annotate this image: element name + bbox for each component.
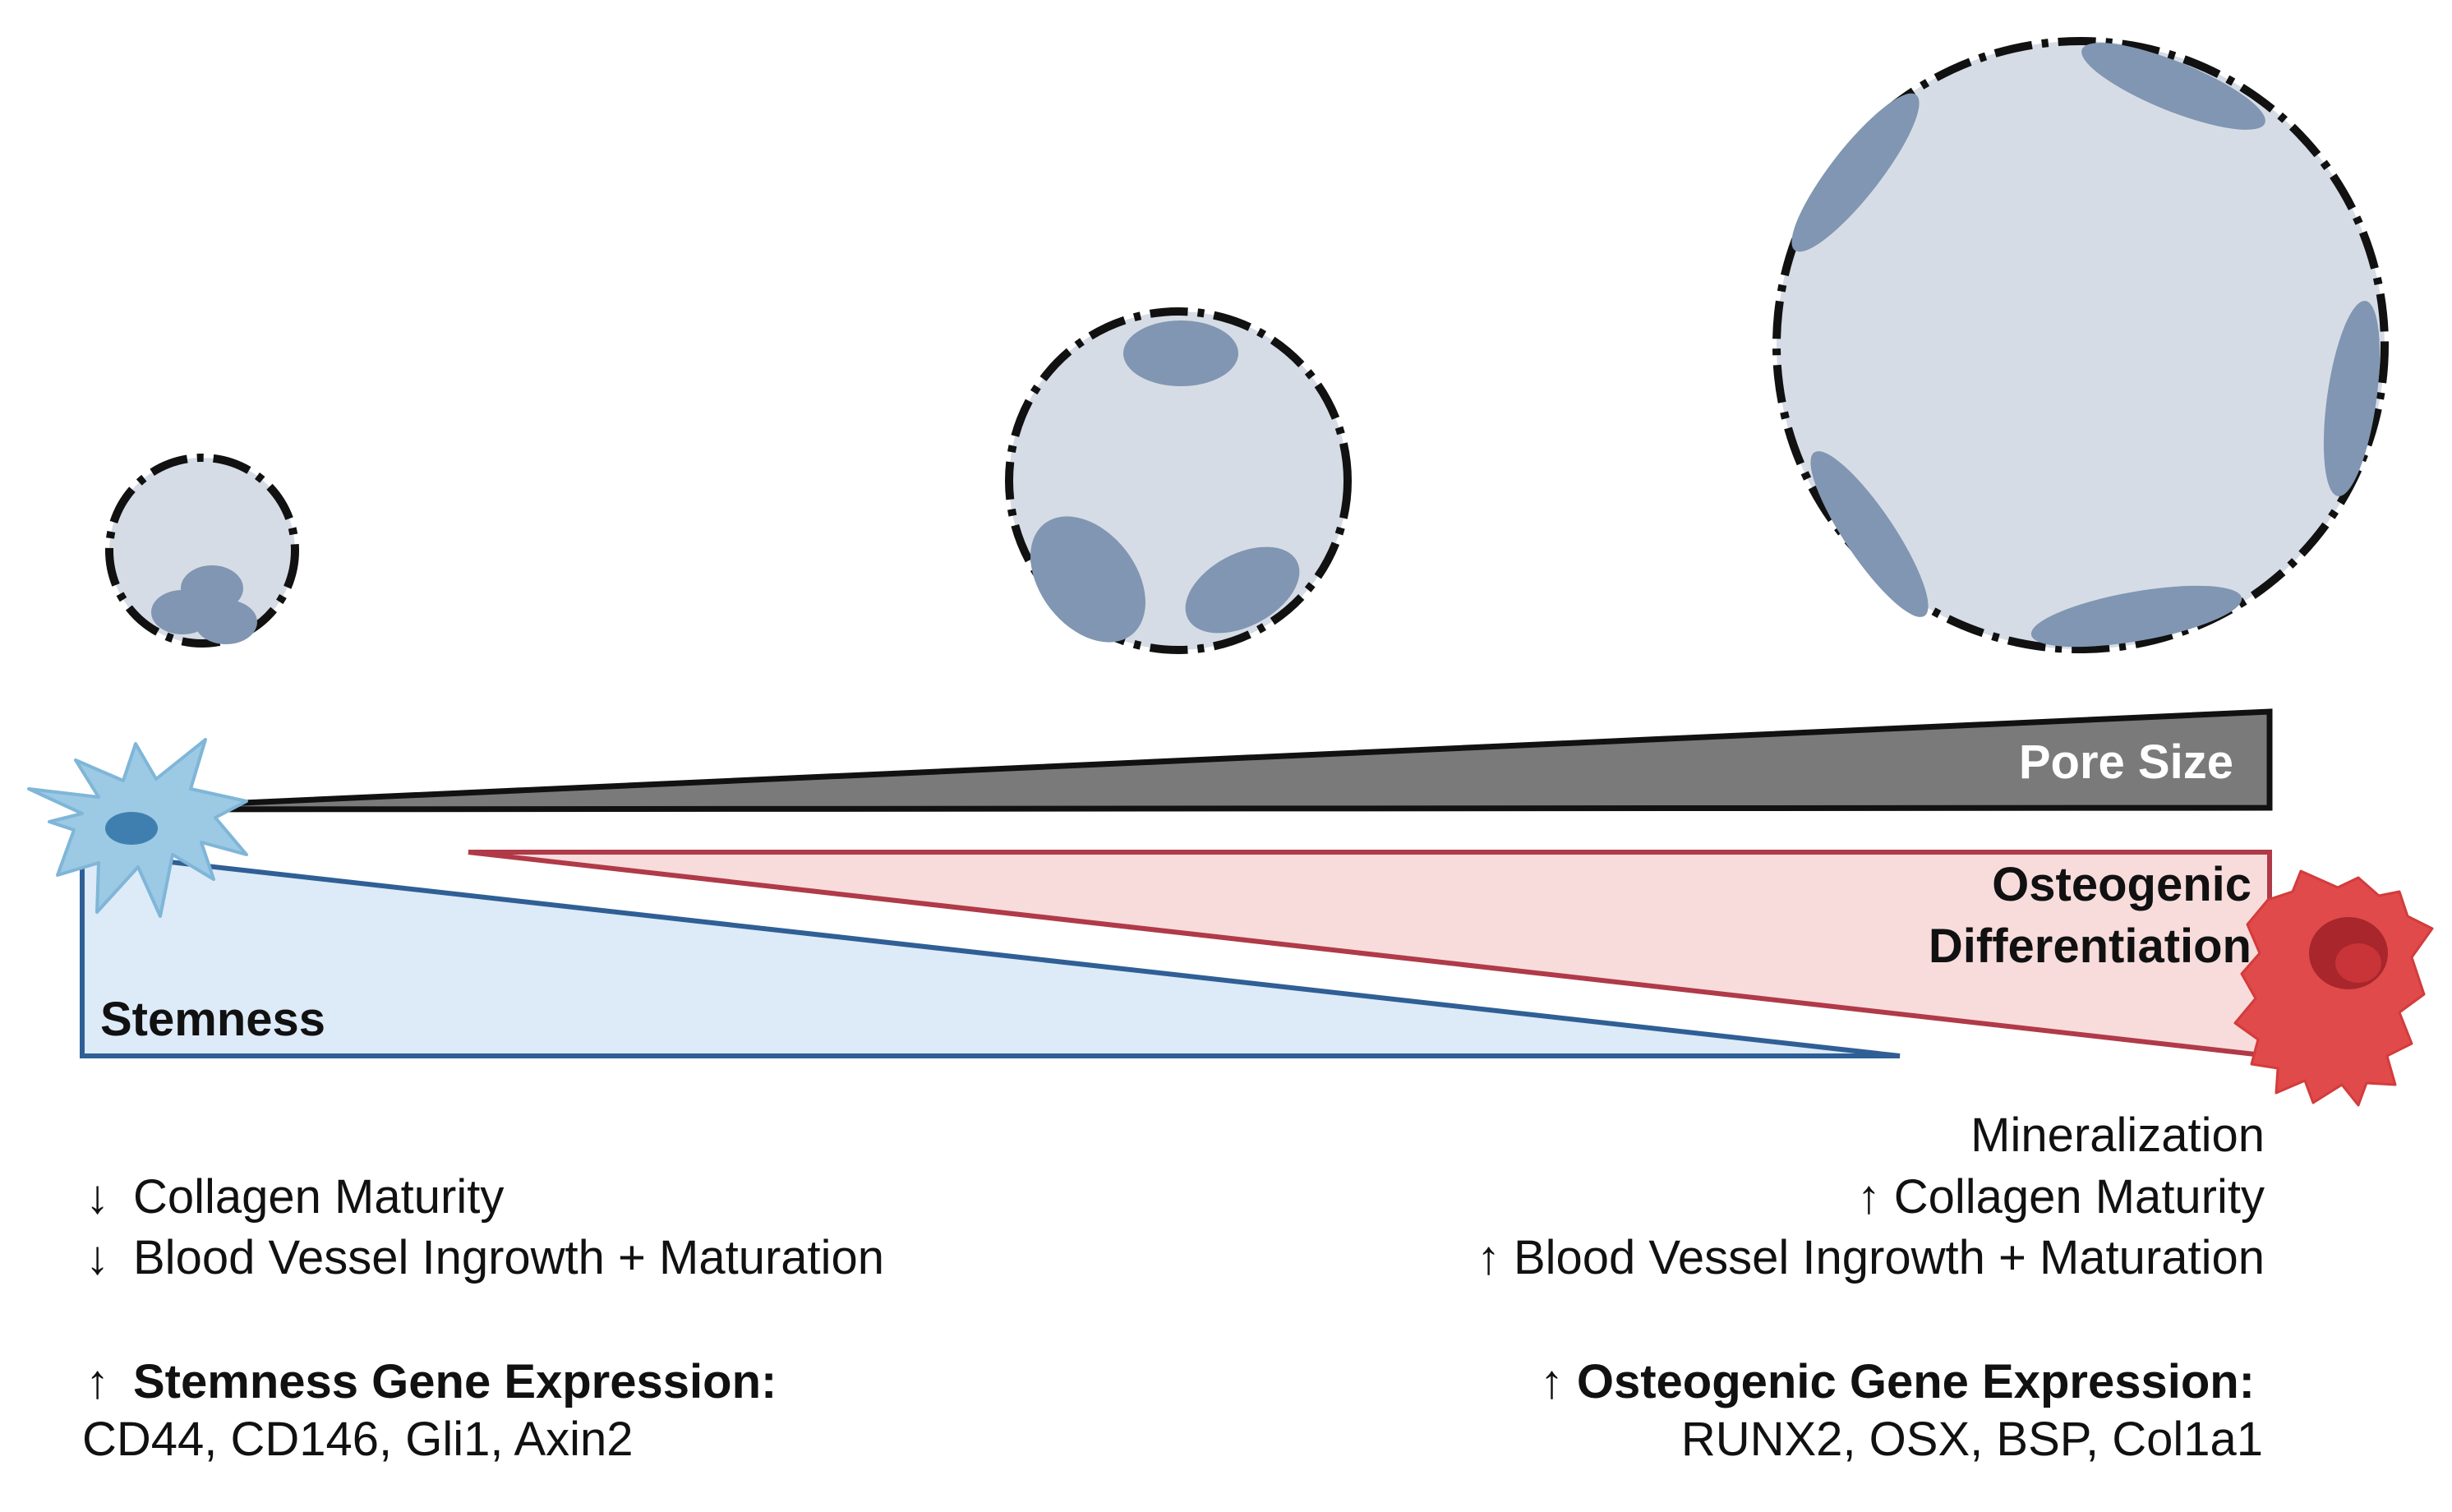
osteogenic-label-line2: Differentiation	[1929, 920, 2252, 973]
large-pore-icon	[1772, 37, 2389, 653]
osteogenic-label-line1: Osteogenic	[1992, 858, 2252, 911]
small-pore-icon	[105, 454, 299, 648]
stemness-gene-list: CD44, CD146, Gli1, Axin2	[82, 1413, 634, 1466]
osteoblast-icon	[2233, 869, 2434, 1107]
osteogenic-gene-list: RUNX2, OSX, BSP, Col1a1	[1680, 1413, 2263, 1466]
right-vessel-line: ↑Blood Vessel Ingrowth + Maturation	[1477, 1228, 2265, 1288]
left-collagen-line: ↓Collagen Maturity	[85, 1167, 504, 1228]
pore-size-label: Pore Size	[2019, 735, 2233, 789]
down-arrow-icon: ↓	[85, 1231, 109, 1284]
medium-pore-icon	[1005, 307, 1352, 654]
stem-cell-icon	[27, 738, 248, 918]
up-arrow-icon: ↑	[1476, 1231, 1500, 1284]
right-collagen-line: ↑Collagen Maturity	[1857, 1167, 2265, 1228]
down-arrow-icon: ↓	[85, 1170, 109, 1224]
pore-size-wedge	[96, 708, 2273, 813]
left-vessel-line: ↓Blood Vessel Ingrowth + Maturation	[85, 1228, 884, 1288]
osteogenic-gene-heading: ↑Osteogenic Gene Expression:	[1540, 1352, 2255, 1413]
stemness-wedge	[80, 849, 1901, 1058]
up-arrow-icon: ↑	[85, 1355, 109, 1408]
mineralization-line: Mineralization	[1970, 1109, 2265, 1162]
up-arrow-icon: ↑	[1856, 1170, 1881, 1224]
up-arrow-icon: ↑	[1539, 1355, 1564, 1408]
stemness-gene-heading: ↑Stemness Gene Expression:	[85, 1352, 777, 1413]
stemness-label: Stemness	[100, 993, 325, 1046]
